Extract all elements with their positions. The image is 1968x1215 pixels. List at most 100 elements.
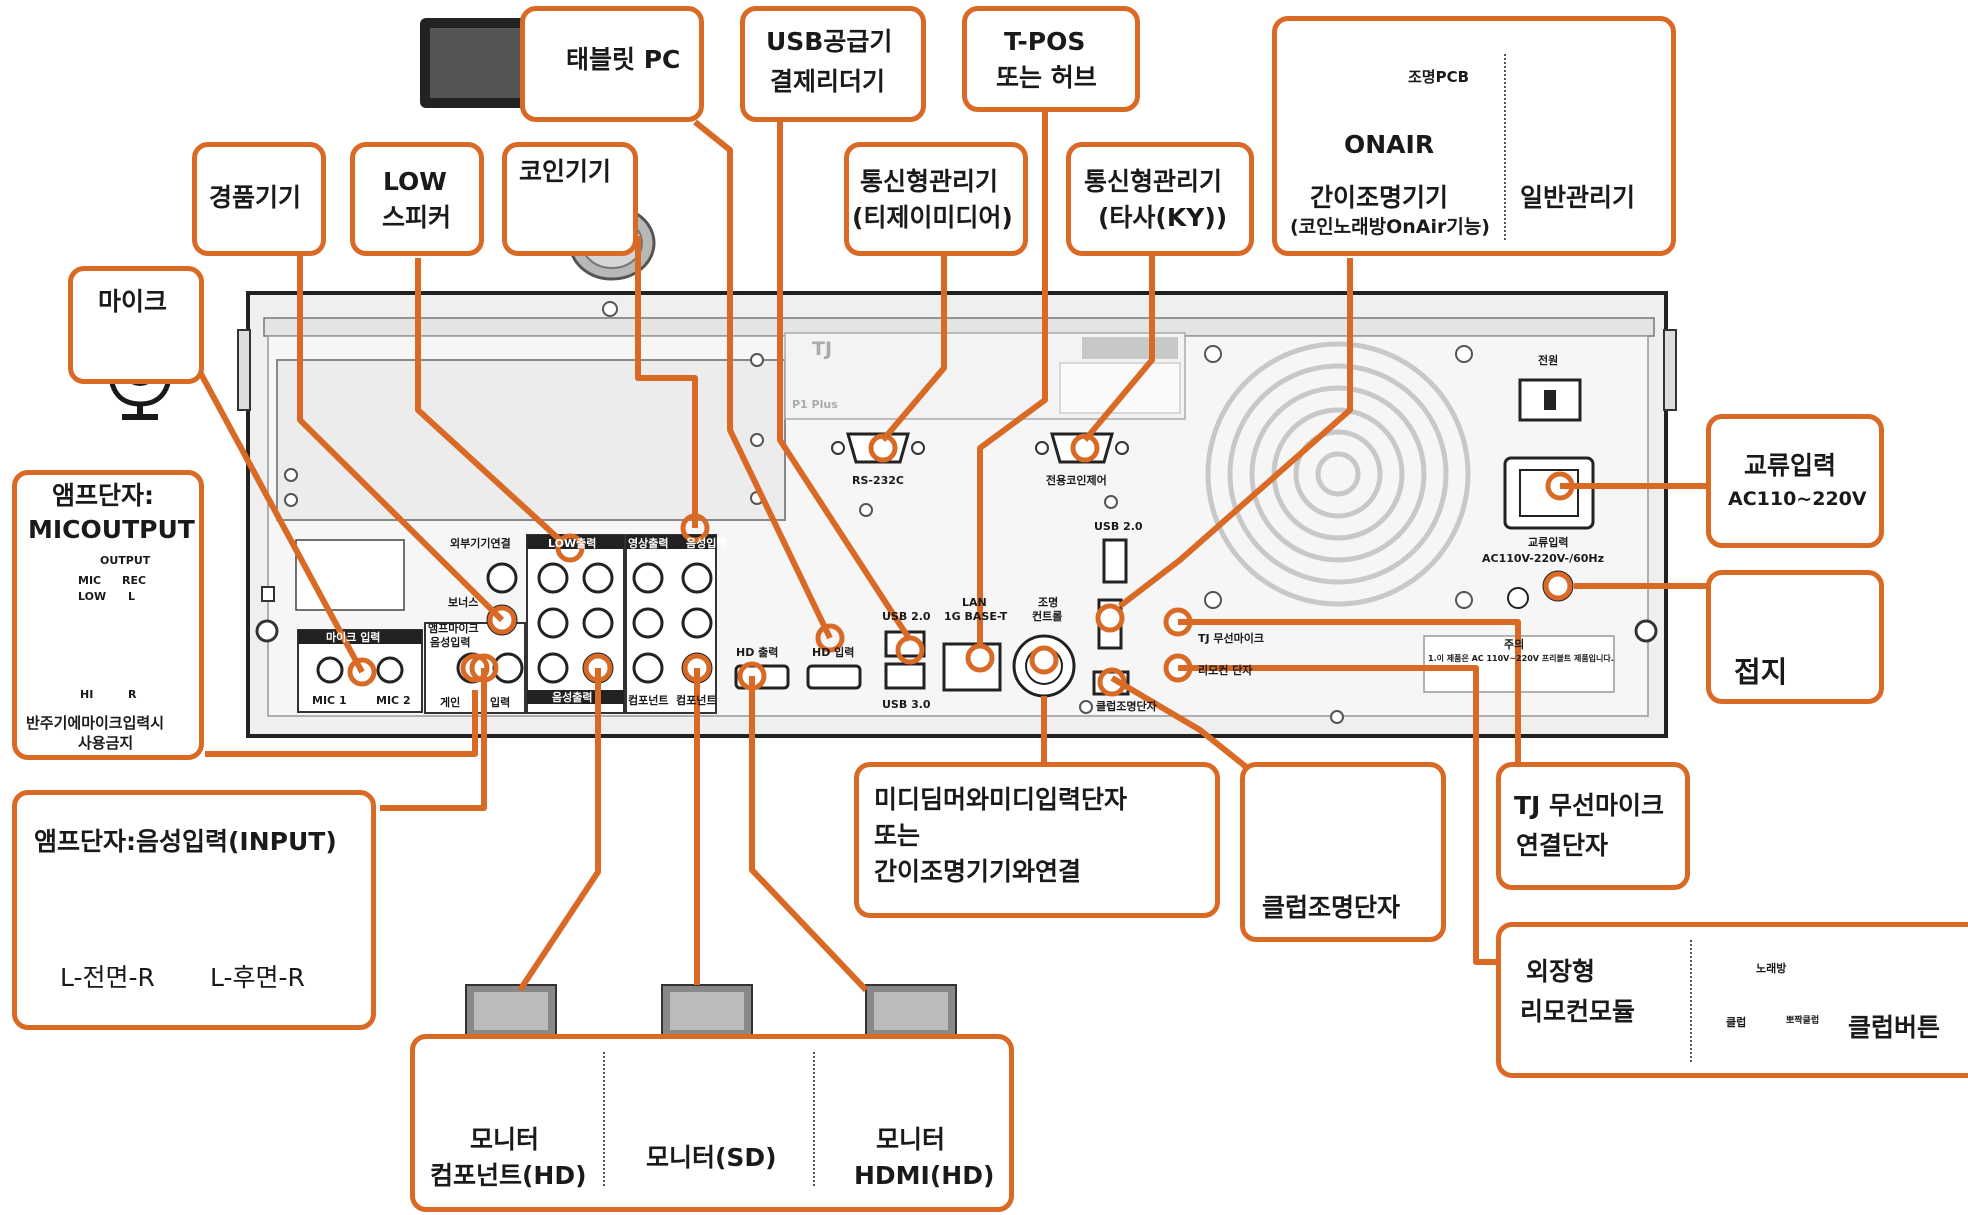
monitor-hd-label-2: 컴포넌트(HD) [430, 1161, 587, 1190]
tj-wireless-box [1496, 762, 1690, 890]
monitor-hdmi-label-1: 모니터 [876, 1125, 946, 1154]
hd-in-label: HD 입력 [812, 646, 855, 659]
coin-label: 코인기기 [519, 157, 612, 186]
ac-in-label-2: AC110V-220V-/60Hz [1482, 552, 1604, 565]
amp-mic-in-label-2: 음성입력 [430, 636, 471, 649]
ground-label: 접지 [1734, 655, 1788, 689]
front-lr-label: L-전면-R [60, 963, 155, 992]
light-manager-divider [1504, 54, 1506, 240]
comm-tj-label-1: 통신형관리기 [860, 167, 999, 196]
lan-label-1: LAN [962, 596, 987, 609]
low-label-2: 스피커 [382, 203, 452, 232]
component1-label: 컴포넌트 [628, 694, 669, 707]
karaoke-button-label: 노래방 [1756, 962, 1787, 975]
bonus-label: 보너스 [448, 596, 479, 609]
amp-r-tag: R [128, 688, 137, 701]
ext-connect-label: 외부기기연결 [450, 537, 511, 550]
prize-label: 경품기기 [209, 183, 302, 212]
comm-ky-box [1066, 142, 1254, 256]
tpos-box [962, 6, 1140, 112]
connection-lines [197, 110, 1708, 993]
audio-in-label: 음성입력 [686, 537, 727, 550]
tablet-box [520, 6, 704, 122]
mic2-label: MIC 2 [376, 694, 411, 707]
comm-ky-label-1: 통신형관리기 [1084, 167, 1223, 196]
light-pcb-label: 조명PCB [1408, 68, 1470, 86]
simple-light-label-1: 간이조명기기 [1310, 183, 1449, 212]
lan-label-2: 1G BASE-T [944, 610, 1008, 623]
remote-module-box [1496, 922, 1968, 1078]
amp-mic-warning-1: 반주기에마이크입력시 [26, 714, 165, 732]
low-label-1: LOW [383, 167, 447, 196]
caution-text: 1.이 제품은 AC 110V~220V 프리볼트 제품입니다. [1428, 654, 1614, 663]
amp-mic-tag: MIC [78, 574, 102, 587]
usb20-top-label: USB 2.0 [1094, 520, 1143, 533]
amp-mic-box [12, 470, 204, 760]
light-control-label-1: 조명 [1038, 596, 1059, 609]
amp-input-label: 앰프단자:음성입력(INPUT) [34, 827, 337, 856]
ac-input-box [1706, 414, 1884, 548]
midi-box [854, 762, 1220, 918]
power-label: 전원 [1538, 354, 1559, 367]
caution-title: 주의 [1504, 638, 1525, 651]
ground-box [1706, 570, 1884, 704]
connection-points [347, 433, 1575, 697]
hd-out-label: HD 출력 [736, 646, 779, 659]
component2-label: 컴포넌트 [676, 694, 717, 707]
remote-divider [1690, 940, 1692, 1062]
monitor-divider-1 [603, 1052, 605, 1186]
rs232-label: RS-232C [852, 474, 904, 487]
mic-label: 마이크 [98, 287, 168, 316]
input-label: 입력 [490, 696, 511, 709]
remote-port-label: 리모컨 단자 [1198, 664, 1253, 677]
video-out-label: 영상출력 [628, 537, 669, 550]
tj-wireless-label-1: TJ 무선마이크 [1514, 791, 1665, 820]
monitor-divider-2 [813, 1052, 815, 1186]
amp-mic-warning-2: 사용금지 [78, 734, 134, 752]
tj-wireless-label-2: 연결단자 [1516, 831, 1609, 860]
rear-panel [237, 291, 1677, 738]
ac-input-label-2: AC110~220V [1728, 488, 1867, 510]
light-control-label-2: 컨트롤 [1032, 610, 1063, 623]
amp-mic-in-label-1: 앰프마이크 [428, 622, 479, 635]
model-name: P1 Plus [792, 398, 838, 411]
amp-mic-label-2: MICOUTPUT [28, 515, 195, 544]
club-light-box [1240, 762, 1446, 942]
club-light-label: 클럽조명단자 [1262, 893, 1401, 922]
remote-module-label-1: 외장형 [1526, 957, 1596, 986]
usb20-label: USB 2.0 [882, 610, 931, 623]
midi-label-2: 또는 [874, 821, 921, 850]
audio-out-label: 음성출력 [552, 691, 593, 704]
onair-label: ONAIR [1344, 130, 1435, 159]
amp-rec-tag: REC [122, 574, 147, 587]
amp-output-label: OUTPUT [100, 554, 151, 567]
club-button-label: 클럽버튼 [1848, 1013, 1941, 1042]
low-out-label: LOW출력 [548, 537, 597, 550]
coin-box [502, 142, 638, 256]
brand-logo: TJ [812, 338, 833, 360]
midi-label-3: 간이조명기기와연결 [874, 857, 1082, 886]
amp-input-box [12, 790, 376, 1030]
mic1-label: MIC 1 [312, 694, 347, 707]
amp-mic-label-1: 앰프단자: [52, 481, 154, 510]
midi-label-1: 미디딤머와미디입력단자 [874, 785, 1128, 814]
club-button-small-label: 클럽 [1726, 1016, 1747, 1029]
rear-lr-label: L-후면-R [210, 963, 305, 992]
disco-button-label: 뽀짝클럽 [1786, 1016, 1820, 1026]
gain-label: 게인 [440, 696, 461, 709]
usb-supply-label-1: USB공급기 [766, 27, 893, 56]
mic-box [68, 266, 204, 384]
comm-ky-label-2: (타사(KY)) [1098, 203, 1228, 232]
monitor-hdmi-label-2: HDMI(HD) [854, 1161, 995, 1190]
tablet-label: 태블릿 PC [566, 45, 681, 74]
ac-in-label-1: 교류입력 [1528, 536, 1569, 549]
light-manager-box [1272, 16, 1676, 256]
monitor-hd-label-1: 모니터 [470, 1125, 540, 1154]
usb-supply-label-2: 결제리더기 [770, 67, 886, 96]
tpos-label-1: T-POS [1004, 27, 1086, 56]
prize-box [192, 142, 326, 256]
club-light-port-label: 클럽조명단자 [1096, 700, 1157, 713]
tj-wireless-port-label: TJ 무선마이크 [1198, 632, 1265, 645]
usb30-label: USB 3.0 [882, 698, 931, 711]
